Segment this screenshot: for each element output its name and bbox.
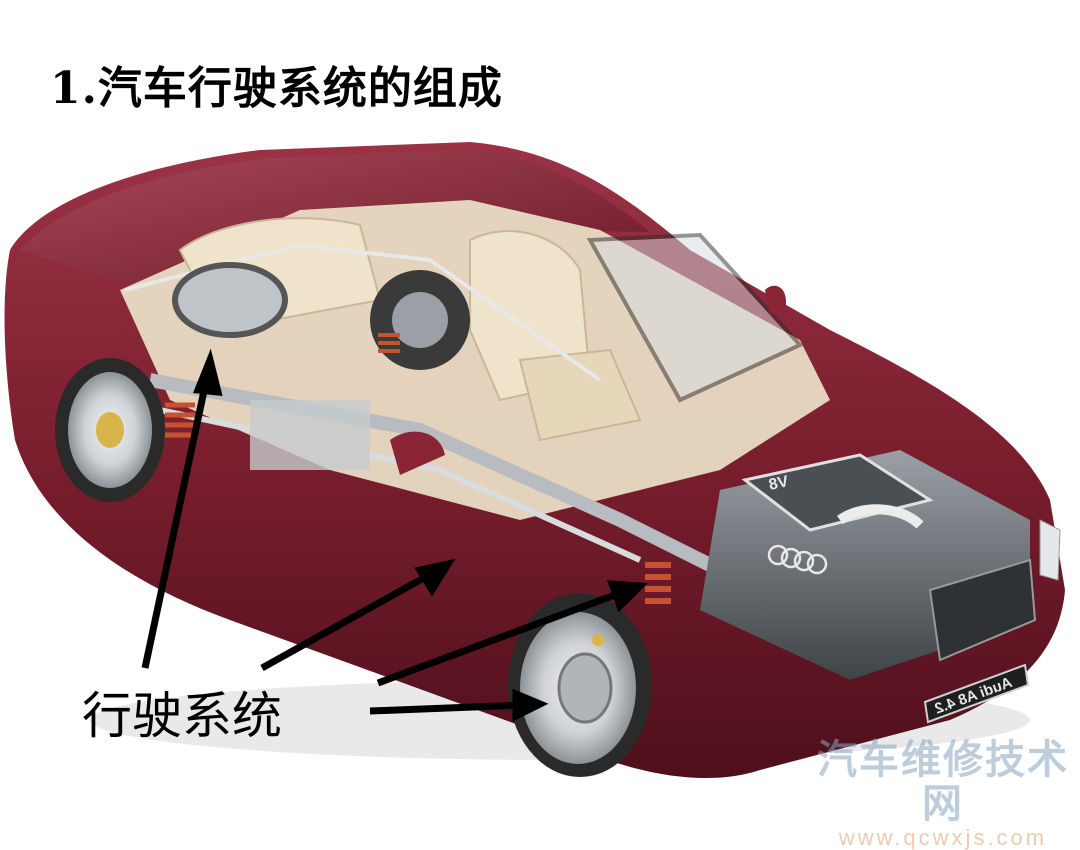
front-spring <box>645 562 671 604</box>
callout-arrows <box>141 348 648 722</box>
windshield-frame <box>586 232 804 403</box>
rear-axle-assembly <box>250 400 370 470</box>
arrow-rear-suspension <box>141 371 212 669</box>
front-mirror <box>765 285 786 315</box>
callout-label-running-system: 行驶系统 <box>82 687 282 745</box>
rear-wheel <box>55 358 165 502</box>
arrow-front-suspension <box>376 586 630 687</box>
engine-badge: 8V <box>767 473 790 494</box>
audi-rings-logo <box>767 544 828 575</box>
front-grille <box>928 558 1037 662</box>
rear-spring <box>165 402 195 438</box>
watermark: 汽车维修技术网 www.qcwxjs.com <box>808 738 1078 850</box>
side-mirror <box>390 431 445 475</box>
slide-title: 1.汽车行驶系统的组成 <box>50 63 503 114</box>
car-cutaway-illustration: 8V Audi A8 4.2 <box>4 142 1065 779</box>
arrow-frame <box>260 566 440 672</box>
arrow-front-wheel <box>369 701 526 715</box>
watermark-url: www.qcwxjs.com <box>838 825 1048 850</box>
headlight <box>1039 519 1061 581</box>
front-wheel <box>508 593 652 777</box>
watermark-site-name: 汽车维修技术网 <box>817 737 1069 827</box>
